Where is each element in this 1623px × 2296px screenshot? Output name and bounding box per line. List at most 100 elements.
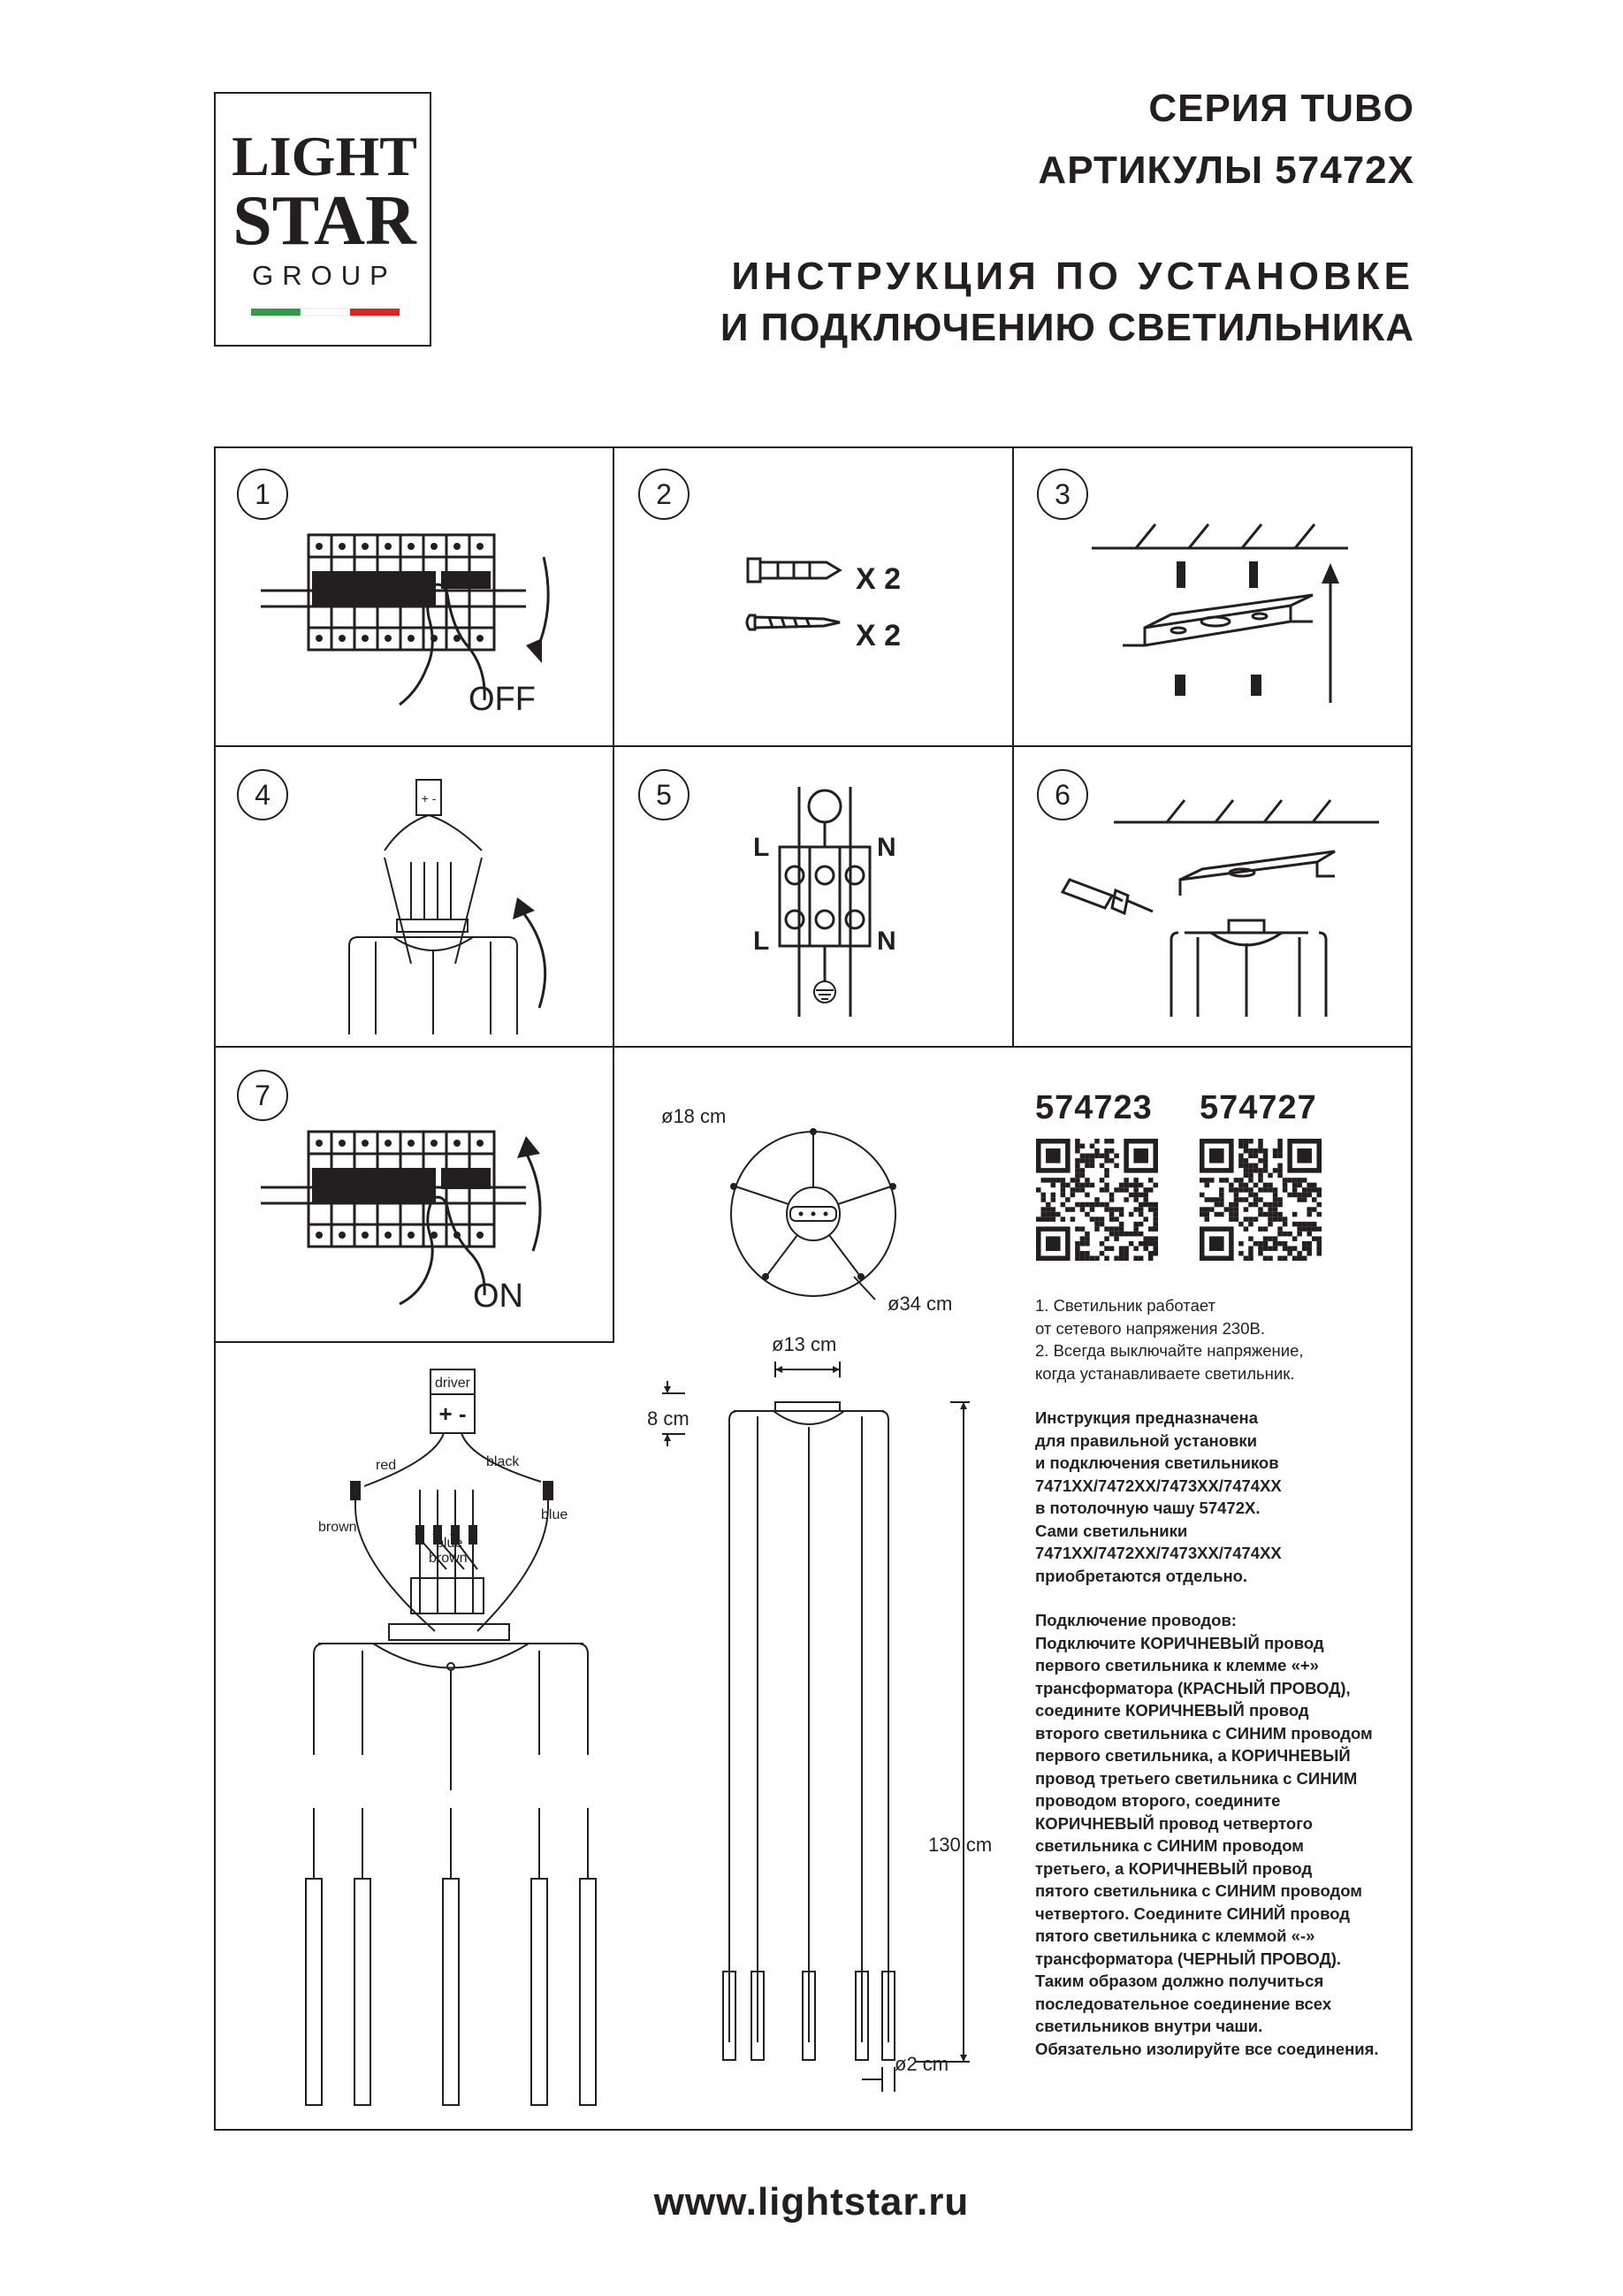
notes-wiring: Подключение проводов: Подключите КОРИЧНЕВ…: [1035, 1609, 1406, 2060]
instruction-title-line2: И ПОДКЛЮЧЕНИЮ СВЕТИЛЬНИКА: [720, 306, 1414, 349]
step-4-number: 4: [237, 769, 288, 820]
note-line: 7471XX/7472XX/7473XX/7474XX: [1035, 1476, 1282, 1495]
side-view-dimensions: [662, 1362, 970, 2092]
step-6-illustration: [1060, 799, 1379, 1017]
logo-line3: GROUP: [252, 260, 397, 291]
wiring-driver-sign: + -: [438, 1400, 466, 1427]
step-3-illustration: [1092, 523, 1348, 703]
note-line: последовательное соединение всех: [1035, 1994, 1332, 2013]
instruction-frame: [214, 446, 1413, 2131]
note-line: светильников внутри чаши.: [1035, 2017, 1263, 2035]
step-5-number: 5: [638, 769, 690, 820]
note-line: проводом второго, соедините: [1035, 1791, 1281, 1810]
step-4-driver-sign: + -: [422, 791, 437, 805]
canopy-top-view: [730, 1128, 896, 1301]
dim-height-total: 130 cm: [928, 1834, 993, 1856]
grid-divider: [214, 1341, 613, 1343]
series-title: СЕРИЯ TUBO: [1148, 87, 1414, 130]
note-line: светильника с СИНИМ проводом: [1035, 1836, 1304, 1855]
wiring-driver-label: driver: [435, 1376, 471, 1391]
step-3-number: 3: [1037, 469, 1088, 520]
product-code-1: 574723: [1035, 1089, 1153, 1126]
note-line: 7471XX/7472XX/7473XX/7474XX: [1035, 1544, 1282, 1562]
instruction-title-line1: ИНСТРУКЦИЯ ПО УСТАНОВКЕ: [731, 255, 1414, 298]
ceiling-icon: [1092, 523, 1348, 550]
product-code-2: 574727: [1200, 1089, 1317, 1126]
qr-code-icon[interactable]: [1200, 1139, 1322, 1261]
step-6-number: 6: [1037, 769, 1088, 820]
step-2-number: 2: [638, 469, 690, 520]
note-line: 1. Светильник работает: [1035, 1296, 1216, 1315]
note-line: трансформатора (ЧЕРНЫЙ ПРОВОД).: [1035, 1949, 1342, 1968]
notes-safety: 1. Светильник работает от сетевого напряж…: [1035, 1294, 1406, 1384]
wire-red-label: red: [376, 1458, 396, 1473]
note-line: Подключите КОРИЧНЕВЫЙ провод: [1035, 1633, 1324, 1652]
wire-brown-mid-label: brown: [429, 1551, 468, 1566]
note-line: и подключения светильников: [1035, 1453, 1279, 1472]
terminal-label-l-top: L: [753, 833, 770, 862]
step-1-label: OFF: [469, 681, 536, 718]
note-line: пятого светильника с СИНИМ проводом: [1035, 1881, 1362, 1900]
circuit-breaker-icon: [261, 533, 550, 706]
flag-green: [251, 309, 301, 316]
logo-line2: STAR: [232, 182, 417, 260]
flag-white: [300, 308, 351, 317]
brand-logo: LIGHT STAR GROUP: [214, 92, 431, 347]
note-line: от сетевого напряжения 230В.: [1035, 1318, 1265, 1338]
note-line: провод третьего светильника с СИНИМ: [1035, 1768, 1358, 1788]
grid-divider: [214, 745, 1413, 747]
mounting-bracket-icon: [1123, 593, 1314, 647]
grid-divider: [613, 446, 614, 1343]
screw-icon: [745, 614, 841, 631]
screwdriver-icon: [1060, 878, 1154, 916]
step-4-illustration: + -: [348, 779, 547, 1034]
note-line: Обязательно изолируйте все соединения.: [1035, 2039, 1379, 2058]
wire-blue-right-label: blue: [541, 1507, 568, 1522]
terminal-label-n-top: N: [877, 833, 896, 862]
dim-tube: ø2 cm: [895, 2053, 949, 2075]
dim-canopy-inner: ø18 cm: [661, 1105, 727, 1127]
note-line: для правильной установки: [1035, 1430, 1257, 1450]
logo-line1: LIGHT: [232, 125, 417, 187]
wiring-diagram: driver + - red black brown blue blue bro…: [305, 1369, 597, 2106]
note-line: Подключение проводов:: [1035, 1611, 1237, 1629]
wall-anchor-icon: [746, 557, 842, 584]
note-line: четвертого. Соедините СИНИЙ провод: [1035, 1903, 1351, 1923]
note-line: трансформатора (КРАСНЫЙ ПРОВОД),: [1035, 1678, 1351, 1697]
note-line: Сами светильники: [1035, 1521, 1188, 1540]
note-line: 2. Всегда выключайте напряжение,: [1035, 1341, 1304, 1360]
hand-icon: [399, 584, 435, 706]
wire-blue-mid-label: blue: [436, 1536, 462, 1551]
circuit-breaker-icon: [261, 1130, 542, 1306]
note-line: приобретаются отдельно.: [1035, 1566, 1248, 1585]
terminal-label-l-bottom: L: [753, 927, 770, 956]
website-link[interactable]: www.lightstar.ru: [653, 2180, 970, 2224]
screw-quantity: X 2: [856, 619, 902, 652]
hand-icon: [399, 1197, 435, 1306]
dim-height-canopy: 8 cm: [647, 1407, 690, 1430]
note-line: пятого светильника с клеммой «-»: [1035, 1926, 1315, 1945]
step-7-label: ON: [473, 1278, 523, 1315]
note-line: соедините КОРИЧНЕВЫЙ провод: [1035, 1701, 1309, 1720]
articles-title: АРТИКУЛЫ 57472X: [1038, 149, 1414, 192]
wire-black-label: black: [486, 1454, 520, 1469]
rotate-arrow-icon: [520, 910, 547, 1009]
note-line: КОРИЧНЕВЫЙ провод четвертого: [1035, 1813, 1313, 1833]
note-line: Таким образом должно получиться: [1035, 1972, 1324, 1990]
note-line: третьего, а КОРИЧНЕВЫЙ провод: [1035, 1858, 1313, 1878]
step-1-number: 1: [237, 469, 288, 520]
grid-divider: [1012, 446, 1014, 1048]
step-7-number: 7: [237, 1070, 288, 1121]
grid-divider: [214, 1046, 1413, 1048]
note-line: первого светильника, а КОРИЧНЕВЫЙ: [1035, 1746, 1351, 1765]
dim-canopy-outer: ø34 cm: [888, 1293, 953, 1315]
mounting-bracket-icon: [1178, 850, 1336, 896]
installation-notes: 1. Светильник работает от сетевого напряж…: [1035, 1294, 1406, 2060]
note-line: Инструкция предназначена: [1035, 1408, 1258, 1427]
note-line: второго светильника с СИНИМ проводом: [1035, 1723, 1373, 1743]
note-line: когда устанавливаете светильник.: [1035, 1363, 1295, 1383]
anchor-quantity: X 2: [856, 562, 902, 596]
fixings-icons: [745, 557, 842, 631]
qr-code-icon[interactable]: [1036, 1139, 1158, 1261]
note-line: в потолочную чашу 57472X.: [1035, 1499, 1261, 1517]
